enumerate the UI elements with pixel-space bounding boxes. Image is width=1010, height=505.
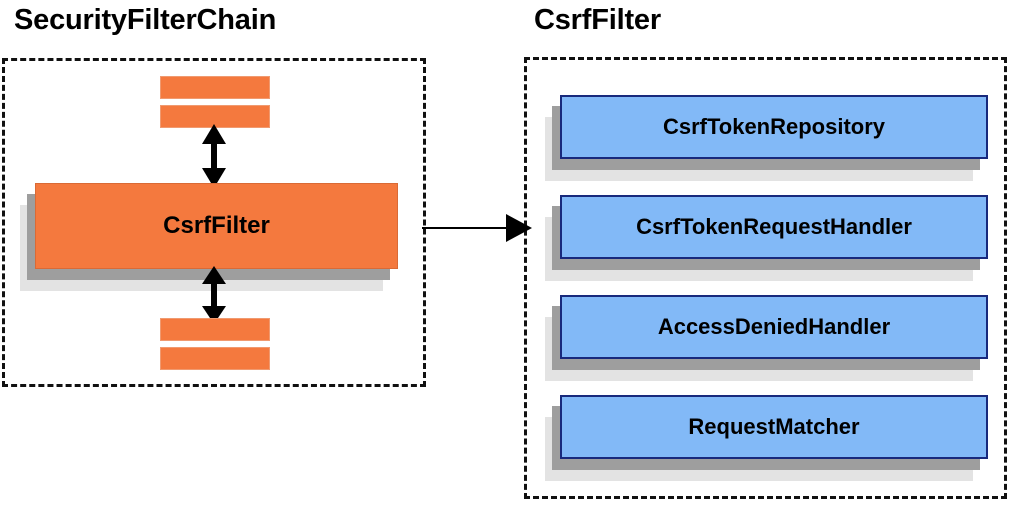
collaborator-card-label: RequestMatcher <box>560 395 988 459</box>
chain-to-csrf-arrow-icon <box>422 214 532 242</box>
csrf-filter-title: CsrfFilter <box>534 4 661 36</box>
collaborator-card-csrf-token-request-handler[interactable]: CsrfTokenRequestHandler <box>545 195 988 281</box>
security-filter-chain-container <box>2 58 426 387</box>
csrf-filter-block[interactable]: CsrfFilter <box>20 183 398 291</box>
csrf-filter-container <box>524 57 1007 499</box>
filter-bar-below-1 <box>160 318 270 341</box>
filter-bar-below-2 <box>160 347 270 370</box>
filter-bar-above-2 <box>160 105 270 128</box>
filter-bar-above-1 <box>160 76 270 99</box>
collaborator-card-label: CsrfTokenRepository <box>560 95 988 159</box>
collaborator-card-access-denied-handler[interactable]: AccessDeniedHandler <box>545 295 988 381</box>
csrf-filter-block-label: CsrfFilter <box>35 183 398 269</box>
collaborator-card-label: AccessDeniedHandler <box>560 295 988 359</box>
collaborator-card-csrf-token-repository[interactable]: CsrfTokenRepository <box>545 95 988 181</box>
collaborator-card-request-matcher[interactable]: RequestMatcher <box>545 395 988 481</box>
collaborator-card-label: CsrfTokenRequestHandler <box>560 195 988 259</box>
security-filter-chain-title: SecurityFilterChain <box>14 4 277 36</box>
